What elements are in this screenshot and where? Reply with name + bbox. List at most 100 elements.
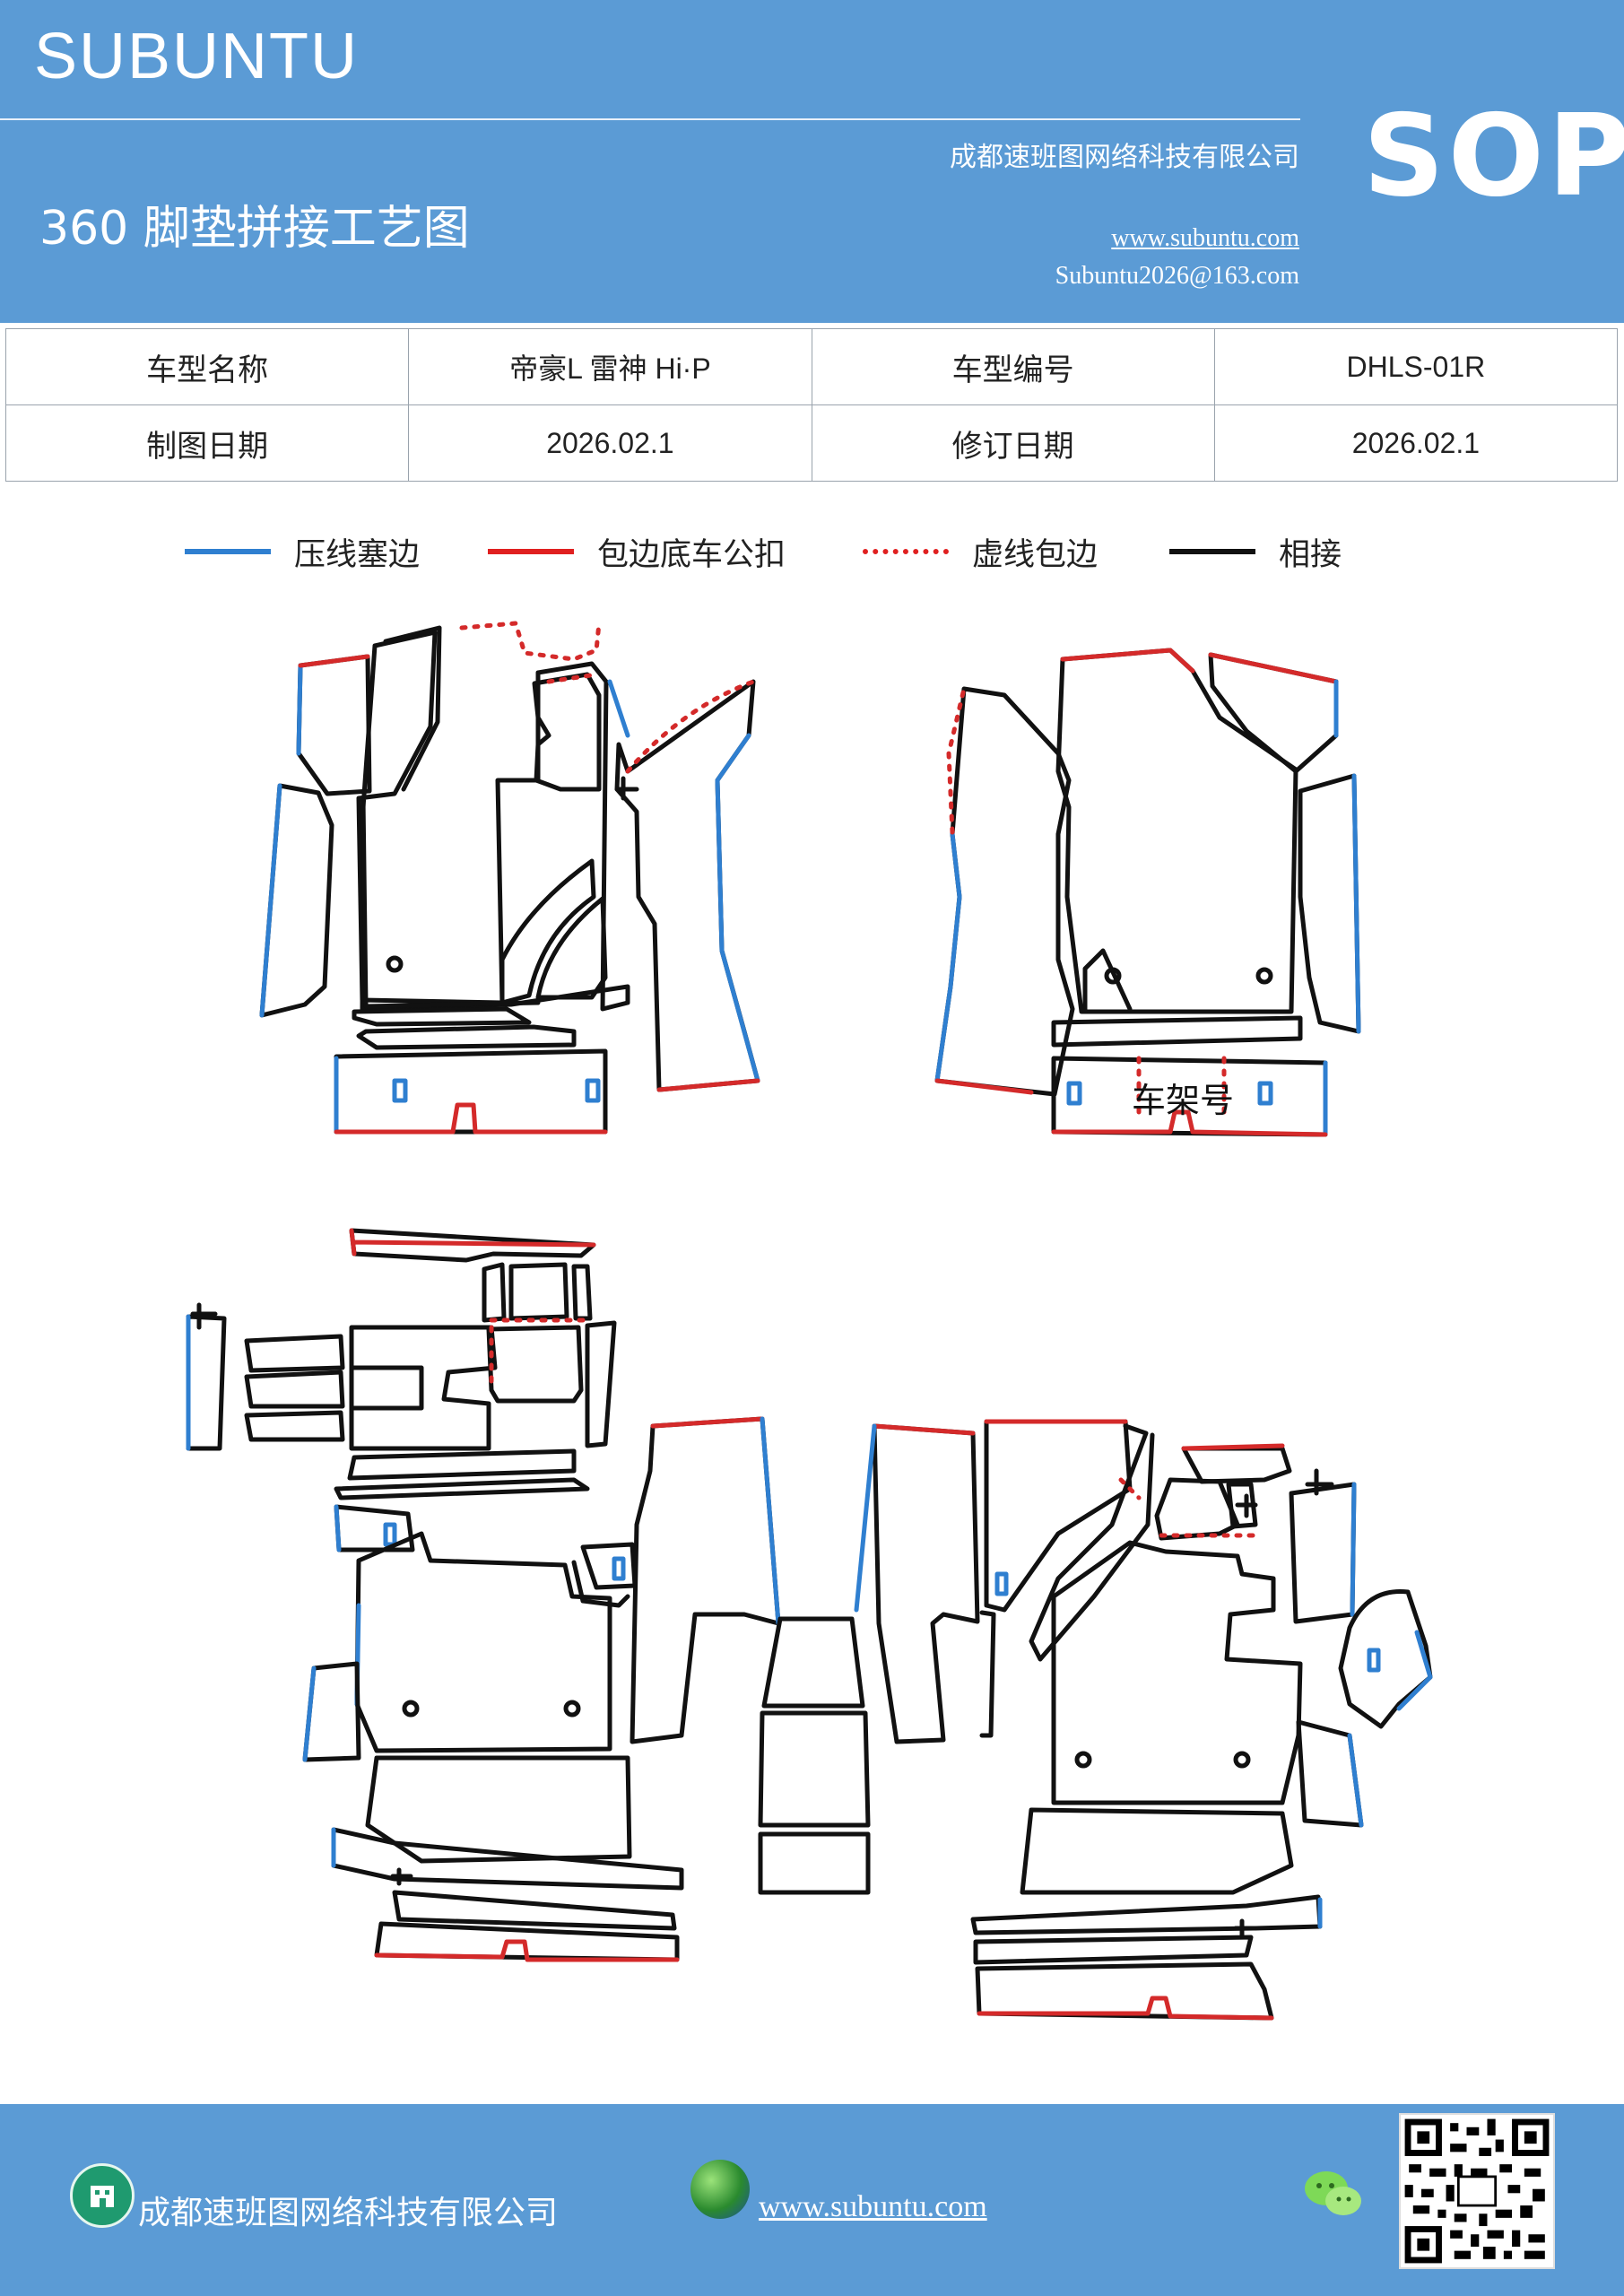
mat-piece bbox=[186, 1314, 227, 1451]
mat-piece bbox=[979, 1610, 996, 1738]
label-model-code: 车型编号 bbox=[811, 328, 1215, 405]
mat-piece bbox=[334, 1102, 608, 1135]
mat-piece bbox=[374, 1939, 680, 1962]
mount-hole bbox=[402, 1700, 420, 1718]
mat-piece bbox=[546, 672, 599, 684]
brand-logo: SUBUNTU bbox=[34, 21, 360, 92]
mat-piece bbox=[607, 679, 630, 738]
mat-piece bbox=[508, 1262, 569, 1321]
mount-hole bbox=[1255, 967, 1273, 985]
mat-piece bbox=[1060, 648, 1195, 674]
vent-slot bbox=[1257, 1081, 1273, 1106]
mat-piece bbox=[1351, 773, 1361, 1034]
mat-piece bbox=[1029, 1423, 1155, 1662]
label-draw-date: 制图日期 bbox=[4, 404, 410, 482]
document-title: 360 脚垫拼接工艺图 bbox=[39, 202, 470, 256]
footer-website-link[interactable]: www.subuntu.com bbox=[759, 2190, 987, 2223]
mat-piece bbox=[946, 686, 967, 835]
mat-piece bbox=[1208, 652, 1339, 684]
mat-piece bbox=[1289, 1482, 1357, 1624]
mat-piece bbox=[354, 1531, 612, 1753]
mat-piece bbox=[970, 1894, 1323, 1935]
line-legend: 压线塞边 包边底车公扣 虚线包边 相接 bbox=[0, 520, 1624, 583]
mat-piece bbox=[1298, 773, 1361, 1034]
frame-number-label: 车架号 bbox=[1132, 1081, 1234, 1120]
qr-code bbox=[1399, 2113, 1555, 2269]
mat-piece bbox=[535, 896, 608, 1000]
mount-hole bbox=[1074, 1751, 1092, 1769]
legend-swatch bbox=[863, 549, 949, 554]
mat-piece bbox=[872, 1423, 980, 1744]
legend-item-dotted-wrap: 虚线包边 bbox=[863, 520, 1098, 583]
vent-slot bbox=[1066, 1081, 1082, 1106]
mat-piece bbox=[259, 783, 282, 1018]
mat-piece bbox=[614, 679, 760, 1092]
mount-hole bbox=[563, 1700, 581, 1718]
legend-label: 虚线包边 bbox=[972, 536, 1099, 573]
mat-piece bbox=[715, 733, 760, 1083]
vent-slot bbox=[383, 1522, 397, 1547]
mat-piece bbox=[302, 1665, 317, 1762]
mat-piece bbox=[614, 776, 639, 801]
mat-piece bbox=[1233, 1918, 1256, 1940]
mat-piece bbox=[1154, 1477, 1240, 1541]
mat-group-front-right bbox=[934, 648, 1361, 1137]
header-company: 成都速班图网络科技有限公司 bbox=[950, 142, 1299, 173]
mat-piece bbox=[356, 1024, 577, 1050]
value-draw-date: 2026.02.1 bbox=[408, 404, 812, 482]
mat-piece bbox=[854, 1423, 877, 1613]
legend-swatch bbox=[488, 549, 574, 554]
legend-item-wrap-edge: 包边底车公扣 bbox=[488, 520, 786, 583]
legend-swatch bbox=[1169, 549, 1255, 554]
mat-piece bbox=[1226, 1482, 1258, 1529]
header-divider bbox=[0, 118, 1300, 120]
mat-piece bbox=[973, 1935, 1254, 1965]
mat-piece bbox=[390, 1867, 413, 1886]
mount-hole bbox=[1104, 967, 1122, 985]
mat-piece bbox=[1305, 1468, 1334, 1496]
header-website-link[interactable]: www.subuntu.com bbox=[1111, 224, 1299, 252]
mat-piece bbox=[1350, 1482, 1357, 1617]
mat-piece bbox=[486, 1325, 584, 1404]
vent-slot bbox=[612, 1556, 626, 1581]
mat-group-rear-left bbox=[186, 1228, 781, 1962]
mat-piece bbox=[1051, 1109, 1328, 1137]
mat-piece bbox=[625, 679, 756, 774]
footer-company: 成都速班图网络科技有限公司 bbox=[138, 2195, 559, 2231]
mat-group-front-left bbox=[259, 621, 760, 1135]
wechat-icon[interactable] bbox=[1302, 2167, 1365, 2222]
mat-group-tunnel bbox=[758, 1423, 980, 1895]
mat-piece bbox=[532, 672, 602, 792]
mat-piece bbox=[1020, 1807, 1294, 1895]
mat-piece bbox=[244, 1370, 345, 1409]
mat-piece bbox=[650, 1416, 765, 1429]
globe-icon bbox=[690, 2160, 750, 2219]
value-revision-date: 2026.02.1 bbox=[1213, 404, 1619, 482]
legend-label: 压线塞边 bbox=[294, 536, 421, 573]
mat-piece bbox=[360, 797, 541, 1009]
vent-slot bbox=[585, 1078, 601, 1103]
mat-piece bbox=[349, 1228, 596, 1257]
mat-piece bbox=[334, 1504, 342, 1552]
mat-piece bbox=[459, 621, 602, 662]
mat-piece bbox=[580, 1542, 638, 1590]
mat-piece bbox=[934, 1078, 1034, 1095]
vent-slot bbox=[994, 1571, 1009, 1596]
table-row: 制图日期 2026.02.1 修订日期 2026.02.1 bbox=[4, 404, 1619, 482]
mat-piece bbox=[482, 1262, 507, 1323]
sop-badge: SOP bbox=[1363, 90, 1624, 222]
mat-piece bbox=[656, 1078, 760, 1092]
table-row: 车型名称 帝豪L 雷神 Hi·P 车型编号 DHLS-01R bbox=[4, 328, 1619, 405]
mat-piece bbox=[349, 1365, 424, 1411]
mat-piece bbox=[1338, 1589, 1433, 1729]
value-model-name: 帝豪L 雷神 Hi·P bbox=[408, 328, 812, 405]
mat-piece bbox=[977, 1996, 1274, 2021]
mat-piece bbox=[761, 1616, 865, 1709]
mat-piece bbox=[571, 1560, 630, 1608]
mat-piece bbox=[392, 1890, 677, 1931]
legend-swatch bbox=[185, 549, 271, 554]
mat-piece bbox=[630, 1416, 781, 1744]
mount-hole bbox=[386, 955, 404, 973]
mat-piece bbox=[571, 1264, 593, 1321]
